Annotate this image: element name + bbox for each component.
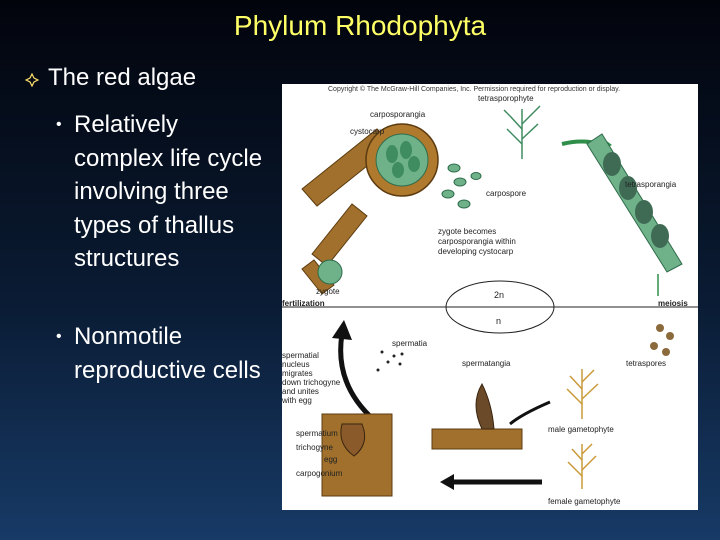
spermatia-illustration bbox=[376, 350, 404, 372]
sub-bullet-text: Nonmotile reproductive cells bbox=[74, 323, 261, 384]
label-zygote-becomes-2: carposporangia within bbox=[438, 237, 516, 246]
label-carpospore: carpospore bbox=[486, 189, 527, 198]
label-meiosis: meiosis bbox=[658, 299, 688, 308]
label-cystocarp: cystocarp bbox=[350, 127, 385, 136]
label-spermatial-3: migrates bbox=[282, 369, 313, 378]
life-cycle-figure: Copyright © The McGraw-Hill Companies, I… bbox=[281, 84, 698, 510]
label-trichogyne: trichogyne bbox=[296, 443, 333, 452]
bullet-dot-icon: • bbox=[56, 328, 62, 345]
male-gametophyte-illustration bbox=[566, 369, 599, 419]
spermatangia-illustration bbox=[431, 382, 523, 450]
label-carpogonium: carpogonium bbox=[296, 469, 343, 478]
sub-bullet-1: • Relatively complex life cycle involvin… bbox=[56, 108, 266, 276]
zygote-illustration bbox=[317, 259, 343, 285]
label-tetrasporangia: tetrasporangia bbox=[625, 180, 677, 189]
carpospores-illustration bbox=[441, 163, 482, 209]
label-male-gametophyte: male gametophyte bbox=[548, 425, 614, 434]
label-tetraspores: tetraspores bbox=[626, 359, 666, 368]
female-gametophyte-illustration bbox=[567, 443, 597, 489]
label-tetrasporophyte: tetrasporophyte bbox=[478, 94, 534, 103]
sub-bullet-2: • Nonmotile reproductive cells bbox=[56, 320, 266, 387]
bullet-dot-icon: • bbox=[56, 116, 62, 133]
label-2n: 2n bbox=[494, 290, 504, 300]
label-zygote-becomes-1: zygote becomes bbox=[438, 227, 496, 236]
fertilization-arrow-icon bbox=[338, 333, 376, 422]
label-female-gametophyte: female gametophyte bbox=[548, 497, 621, 506]
cystocarp-filament-illustration bbox=[301, 123, 439, 295]
slide-title: Phylum Rhodophyta bbox=[233, 10, 487, 41]
main-bullet: The red algae bbox=[48, 64, 197, 91]
tetraspores-illustration bbox=[650, 324, 674, 356]
gametophyte-arrow-icon bbox=[509, 400, 551, 426]
label-spermatia: spermatia bbox=[392, 339, 428, 348]
label-spermatial-5: and unites bbox=[282, 387, 319, 396]
life-cycle-diagram: Copyright © The McGraw-Hill Companies, I… bbox=[281, 85, 698, 506]
diamond-bullet-icon bbox=[24, 72, 40, 88]
label-spermatial-2: nucleus bbox=[282, 360, 310, 369]
ploidy-ellipse bbox=[445, 280, 555, 334]
label-spermatangia: spermatangia bbox=[462, 359, 511, 368]
label-spermatial-4: down trichogyne bbox=[282, 378, 341, 387]
label-spermatial-6: with egg bbox=[282, 396, 312, 405]
label-zygote-becomes-3: developing cystocarp bbox=[438, 247, 514, 256]
tetrasporophyte-plant-illustration bbox=[503, 105, 541, 159]
arrowhead-icon bbox=[440, 474, 454, 490]
arrowhead-icon bbox=[332, 320, 352, 340]
label-zygote: zygote bbox=[316, 287, 340, 296]
carpogonium-filament-illustration bbox=[321, 413, 393, 497]
label-egg: egg bbox=[324, 455, 337, 464]
label-fertilization: fertilization bbox=[282, 299, 325, 308]
label-carposporangia: carposporangia bbox=[370, 110, 426, 119]
label-n: n bbox=[496, 316, 501, 326]
sub-bullet-text: Relatively complex life cycle involving … bbox=[74, 111, 263, 272]
tetrasporangia-filament-illustration bbox=[586, 133, 683, 273]
copyright-text: Copyright © The McGraw-Hill Companies, I… bbox=[328, 85, 620, 93]
label-spermatial-1: spermatial bbox=[282, 351, 319, 360]
label-spermatium: spermatium bbox=[296, 429, 338, 438]
